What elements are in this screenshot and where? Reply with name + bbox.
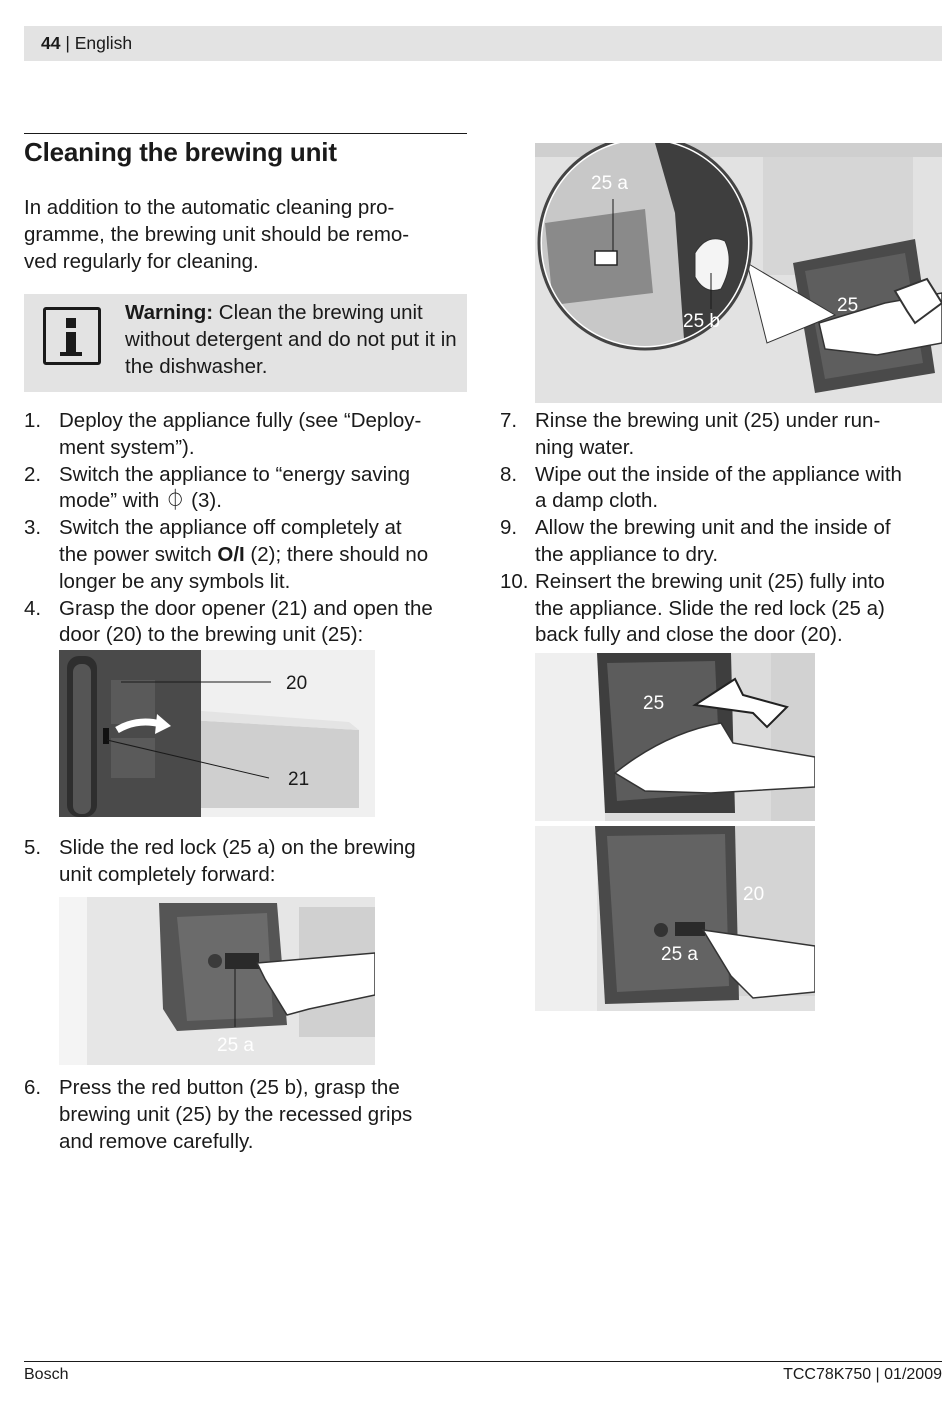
section-rule — [24, 133, 467, 134]
label-reinsert-unit: 25 — [643, 693, 664, 714]
label-close-lock: 25 a — [661, 944, 698, 965]
steps-list-3: 6.Press the red button (25 b), grasp the… — [24, 1075, 474, 1155]
step-item: 1.Deploy the appliance fully (see “Deplo… — [24, 409, 422, 459]
step-item: 2.Switch the appliance to “energy saving… — [24, 462, 410, 513]
step-item: 4.Grasp the door opener (21) and open th… — [24, 596, 433, 647]
figure-lock-forward: 25 a — [59, 897, 375, 1065]
label-lock: 25 a — [217, 1035, 254, 1056]
step-item: 6.Press the red button (25 b), grasp the… — [24, 1076, 413, 1153]
steps-list-2: 5.Slide the red lock (25 a) on the brewi… — [24, 835, 474, 889]
intro-paragraph: In addition to the automatic cleaning pr… — [24, 196, 410, 273]
label-removal-lock: 25 a — [591, 173, 628, 194]
steps-list-right: 7.Rinse the brewing unit (25) under run-… — [500, 408, 945, 649]
steps-list-1: 1.Deploy the appliance fully (see “Deplo… — [24, 408, 474, 649]
figure-removal: 25 a 25 b 25 — [535, 143, 942, 403]
footer-brand: Bosch — [24, 1366, 69, 1383]
label-removal-button: 25 b — [683, 311, 720, 332]
warning-label: Warning: — [125, 301, 214, 324]
warning-body: Clean the brewing unit without detergent… — [125, 301, 457, 378]
figure-close: 20 25 a — [535, 826, 815, 1011]
step-item: 3.Switch the appliance off completely at… — [24, 516, 429, 593]
page-number: 44 — [41, 33, 61, 53]
label-close-door: 20 — [743, 884, 764, 905]
warning-text: Warning: Clean the brewing unit without … — [125, 300, 465, 380]
header-language: English — [74, 33, 133, 53]
label-removal-unit: 25 — [837, 295, 858, 316]
step-item: 7.Rinse the brewing unit (25) under run-… — [500, 409, 881, 459]
label-door: 20 — [286, 673, 307, 694]
page-header: 44 | English — [24, 26, 942, 61]
section-title: Cleaning the brewing unit — [24, 137, 337, 167]
step-item: 5.Slide the red lock (25 a) on the brewi… — [24, 836, 416, 886]
header-separator: | — [60, 33, 75, 53]
info-icon — [43, 307, 101, 365]
footer-doc-ref: TCC78K750 | 01/2009 — [783, 1366, 942, 1383]
step-item: 8.Wipe out the inside of the appliance w… — [500, 462, 902, 513]
label-opener: 21 — [288, 769, 309, 790]
figure-reinsert: 25 — [535, 653, 815, 821]
step-item: 10.Reinsert the brewing unit (25) fully … — [500, 569, 885, 647]
warning-box: Warning: Clean the brewing unit without … — [24, 294, 467, 392]
footer-rule — [24, 1361, 942, 1362]
step-item: 9.Allow the brewing unit and the inside … — [500, 516, 891, 566]
figure-door-open: 20 21 — [59, 650, 375, 817]
